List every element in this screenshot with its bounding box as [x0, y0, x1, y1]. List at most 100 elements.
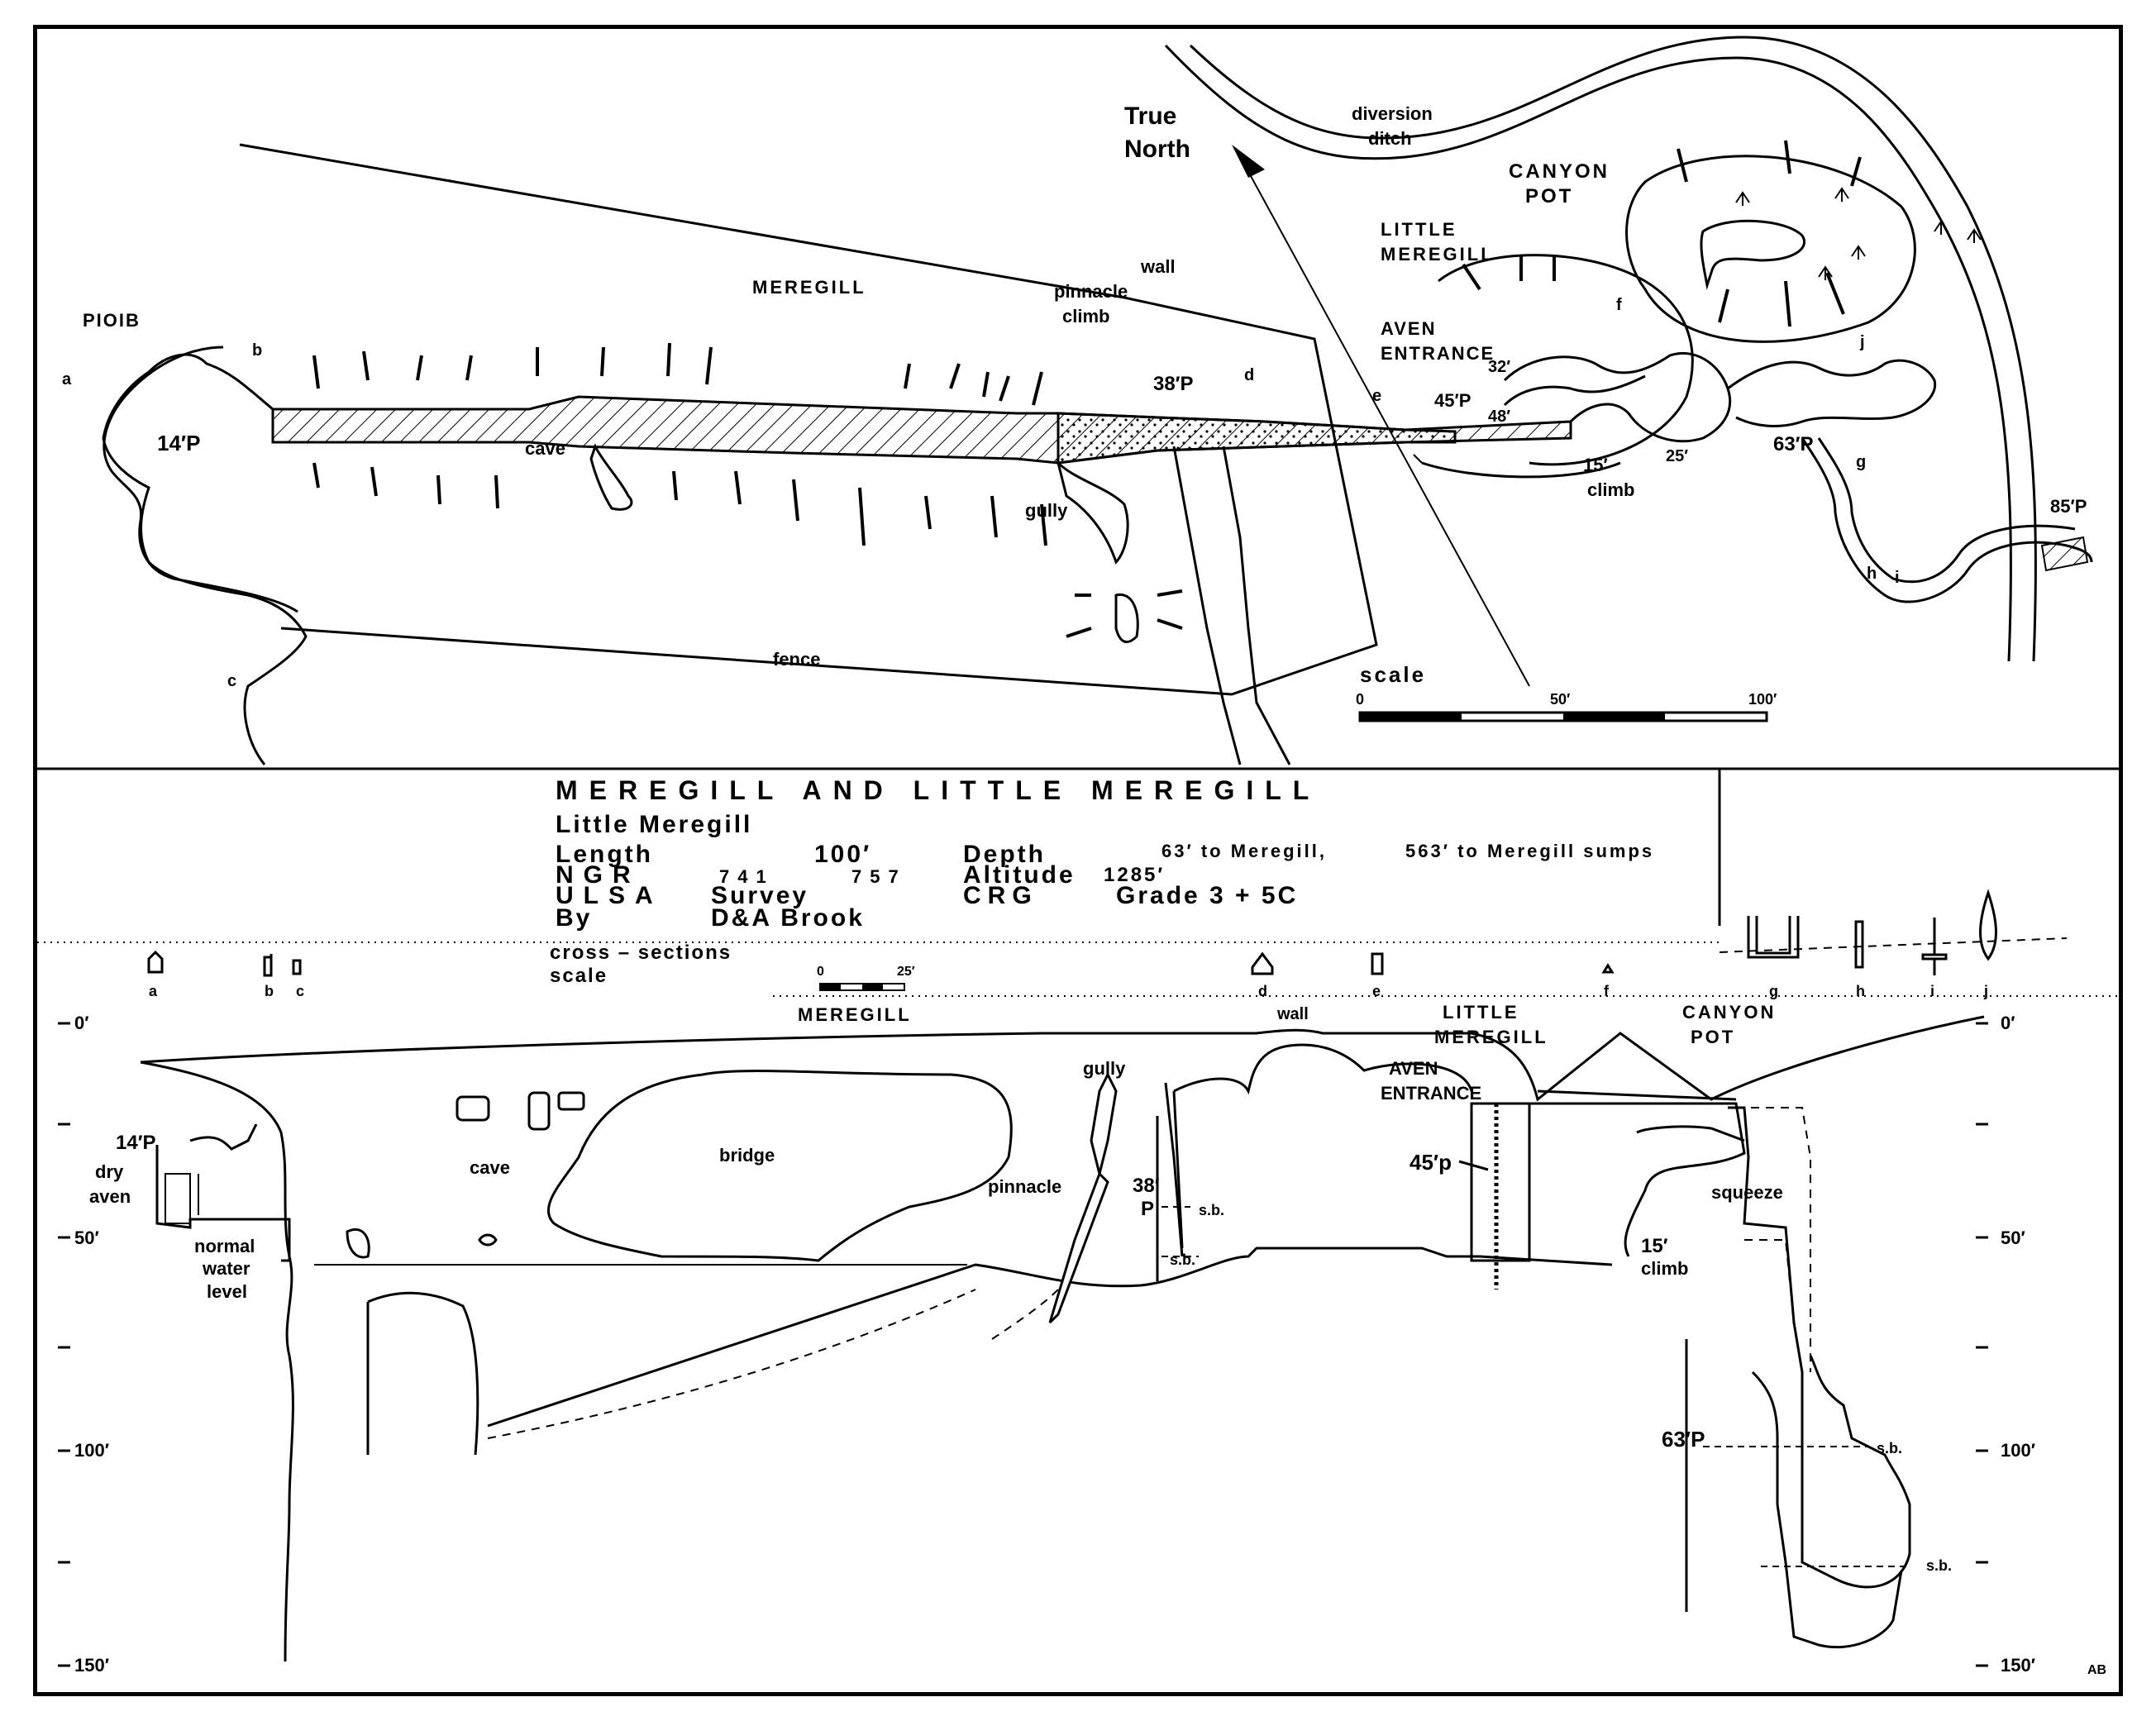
arch-left [366, 1291, 479, 1456]
dry-aven-label-1: dry [95, 1161, 124, 1182]
sb-lines [1161, 1206, 1910, 1567]
ngr-northing: 757 [851, 866, 907, 887]
sump-loop [346, 1228, 370, 1259]
survey-subtitle: Little Meregill [556, 811, 752, 838]
climb-plan-label: climb [1587, 479, 1634, 500]
pitch-63-section: 63′P [1662, 1427, 1705, 1452]
cave-side-passage [589, 443, 633, 511]
plan-mark-e: e [1372, 387, 1381, 405]
gully-section-label: gully [1083, 1058, 1126, 1079]
depth-left-50: 50′ [74, 1228, 99, 1248]
diversion-ditch-line-inner [1189, 36, 2037, 662]
altitude-label: Altitude [963, 861, 1076, 889]
fence-label: fence [773, 649, 820, 670]
pitch-38-section-1: 38′ [1133, 1175, 1160, 1197]
sb-label-4: s.b. [1926, 1557, 1952, 1574]
lower-streamway-2 [1817, 437, 2076, 584]
chamber-wall [1172, 1090, 1184, 1249]
climb-15-section-1: 15′ [1641, 1235, 1668, 1257]
meregill-section-label: MEREGILL [798, 1004, 912, 1025]
bridge-label: bridge [719, 1145, 775, 1166]
aven-entrance-section-1: AVEN [1389, 1058, 1438, 1079]
pitch-45-plan: 45′P [1434, 390, 1471, 411]
canyon-pot-label-2: POT [1525, 185, 1573, 207]
lower-streamway-hatched [2040, 536, 2089, 572]
canyon-pot-outline [1625, 155, 1916, 343]
dry-aven-label-2: aven [89, 1186, 131, 1207]
canyon-pot-shaft [1700, 219, 1805, 290]
title-block: MEREGILL AND LITTLE MEREGILL Little Mere… [556, 775, 1654, 932]
climb-15-section-2: climb [1641, 1258, 1688, 1279]
pioib-passage-outer [103, 346, 298, 613]
pioib-passage [102, 353, 308, 765]
canyon-pot-passage [1727, 359, 1937, 427]
sb-label-2: s.b. [1170, 1251, 1195, 1268]
xsec-letter-h: h [1856, 983, 1865, 999]
normal-water-2: water [202, 1258, 250, 1279]
depth-label: Depth [963, 841, 1046, 868]
plan-mark-f: f [1616, 296, 1622, 314]
diversion-label-2: ditch [1368, 128, 1412, 149]
depth-value-2: 563′ to Meregill sumps [1405, 841, 1654, 861]
gully-plan-label: gully [1025, 500, 1068, 521]
little-meregill-section-2: MEREGILL [1434, 1027, 1548, 1047]
plan-mark-c: c [227, 672, 236, 690]
depth-right-150: 150′ [2001, 1655, 2035, 1676]
scale-tick-100: 100′ [1748, 691, 1777, 708]
depth-left-100: 100′ [74, 1440, 109, 1461]
cave-section-label: cave [470, 1157, 510, 1178]
little-meregill-section-1: LITTLE [1443, 1002, 1519, 1023]
pinnacle-climb-label-2: climb [1062, 306, 1109, 327]
pinnacle-rock [1048, 1171, 1109, 1324]
plan-mark-b: b [252, 341, 262, 360]
vegetation-marks [1735, 187, 1982, 280]
north-label-1: True [1124, 102, 1176, 130]
boulders [456, 1091, 585, 1131]
plan-mark-h: h [1867, 565, 1877, 583]
scale-label: scale [1360, 662, 1426, 687]
aven-entrance-section-2: ENTRANCE [1381, 1083, 1481, 1104]
by-value: D&A Brook [711, 904, 865, 932]
north-arrow-icon [1232, 145, 1265, 178]
survey-title: MEREGILL AND LITTLE MEREGILL [556, 775, 1320, 805]
elevation-section: 0′ 50′ 100′ 150′ 0′ 50′ 100′ 150′ [58, 1002, 2106, 1677]
plan-mark-i: i [1895, 569, 1900, 587]
plan-mark-g: g [1856, 453, 1866, 471]
map-frame [33, 25, 2123, 1696]
depth-right-0: 0′ [2001, 1013, 2015, 1033]
wall-section-label: wall [1276, 1005, 1309, 1023]
canyon-pot-label-1: CANYON [1509, 160, 1610, 183]
pitch-38-plan: 38′P [1153, 373, 1193, 395]
little-meregill-bowl-inner [1421, 461, 1621, 479]
sb-label-1: s.b. [1199, 1202, 1224, 1218]
little-meregill-bowl [1438, 254, 1694, 466]
squeeze-label: squeeze [1711, 1182, 1783, 1203]
ngr-label: NGR [556, 861, 641, 889]
pitch-25-plan: 25′ [1666, 447, 1688, 465]
cross-scale-tick-25: 25′ [897, 965, 915, 979]
pitch-15-plan: 15′ [1583, 455, 1608, 475]
aven-entrance-plan-label-1: AVEN [1381, 318, 1437, 339]
plan-mark-a: a [62, 370, 72, 389]
diversion-label-1: diversion [1352, 103, 1433, 124]
chamber-floor [487, 1247, 1613, 1428]
xsec-letter-a: a [149, 983, 158, 999]
pitch-38-section-2: P [1141, 1198, 1154, 1220]
depth-left-150: 150′ [74, 1655, 109, 1676]
pinnacle-blob [1114, 593, 1139, 643]
xsec-letter-g: g [1769, 983, 1778, 999]
squeeze-passage [1636, 1125, 1745, 1142]
xsec-letter-d: d [1258, 983, 1267, 999]
little-meregill-label-1: LITTLE [1381, 219, 1457, 240]
depth-right-100: 100′ [2001, 1440, 2035, 1461]
plan-view: True North diversion ditch CANYON POT LI… [62, 36, 2093, 765]
xsec-letter-i: i [1930, 983, 1934, 999]
normal-water-3: level [207, 1281, 247, 1302]
cave-plan-label: cave [525, 438, 565, 459]
xsec-letter-b: b [265, 983, 274, 999]
by-label: By [556, 904, 592, 932]
pitch-arrows [1156, 1116, 1688, 1612]
gully-side-passage [1056, 459, 1129, 565]
sb-label-3: s.b. [1877, 1440, 1902, 1456]
